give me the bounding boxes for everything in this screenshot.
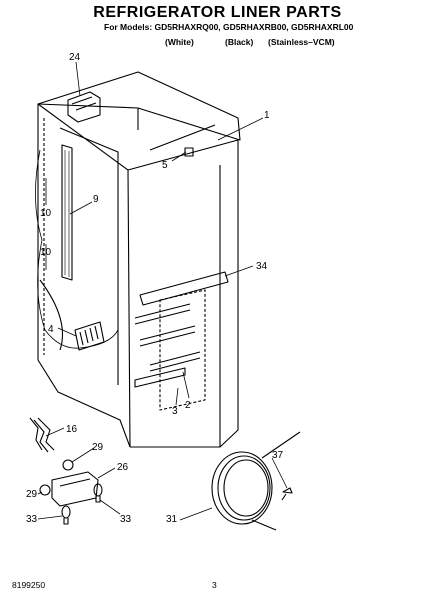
callout-9: 9 <box>93 194 99 205</box>
callout-10-upper: 10 <box>40 208 52 219</box>
callout-5: 5 <box>162 160 168 171</box>
models-line: For Models: GD5RHAXRQ00, GD5RHAXRB00, GD… <box>104 22 354 32</box>
callout-37: 37 <box>272 450 284 461</box>
callout-34: 34 <box>256 261 268 272</box>
refrigerator-liner <box>37 71 241 448</box>
color-black: (Black) <box>225 37 254 47</box>
callout-24: 24 <box>69 52 81 63</box>
callout-26: 26 <box>117 462 129 473</box>
screw-part <box>281 487 293 501</box>
callout-10-lower: 10 <box>40 247 52 258</box>
callout-33-left: 33 <box>26 514 38 525</box>
air-duct <box>61 144 73 281</box>
callout-1: 1 <box>264 110 270 121</box>
page-number: 3 <box>212 580 217 590</box>
bulb-part-right <box>93 483 103 503</box>
page-title: REFRIGERATOR LINER PARTS <box>93 4 342 21</box>
callout-3: 3 <box>172 406 178 417</box>
callout-2: 2 <box>185 400 191 411</box>
socket-part-lower <box>39 484 51 496</box>
top-bracket-part <box>67 91 101 123</box>
part-number: 8199250 <box>12 580 46 590</box>
wire-connector-part <box>29 417 55 453</box>
color-white: (White) <box>165 37 194 47</box>
color-stainless: (Stainless–VCM) <box>268 37 335 47</box>
socket-part-upper <box>62 459 74 471</box>
callout-29-lower: 29 <box>26 489 38 500</box>
callout-31: 31 <box>166 514 178 525</box>
vent-part <box>74 321 105 351</box>
callout-29-upper: 29 <box>92 442 104 453</box>
coiled-tubing-part <box>211 431 301 531</box>
callout-4: 4 <box>48 324 54 335</box>
bulb-part-left <box>61 505 71 525</box>
callout-16: 16 <box>66 424 78 435</box>
callout-33-right: 33 <box>120 514 132 525</box>
shelf-supports <box>134 271 229 388</box>
light-housing-part <box>51 471 99 507</box>
clip-part <box>184 147 194 157</box>
leader-lines <box>37 61 288 521</box>
